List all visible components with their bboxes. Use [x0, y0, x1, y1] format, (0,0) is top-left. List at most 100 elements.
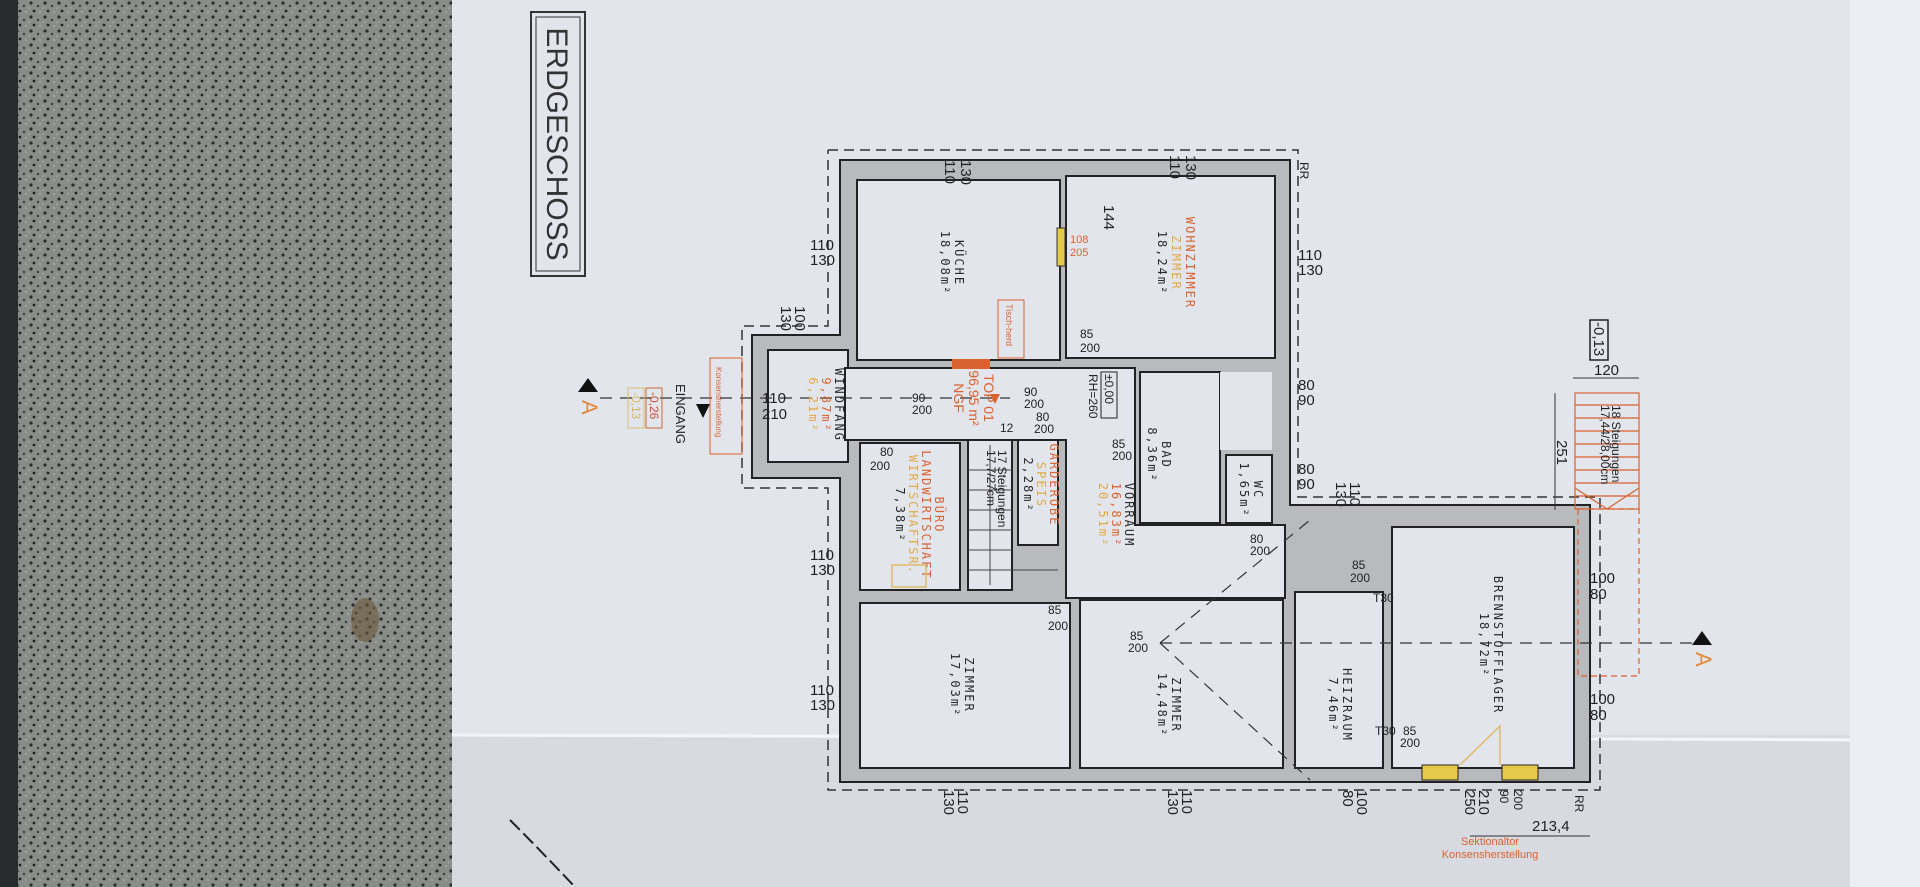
label-kueche: KÜCHE 18,08m² — [938, 231, 968, 296]
svg-text:200: 200 — [1048, 619, 1068, 633]
svg-text:130: 130 — [1182, 155, 1199, 180]
level-box-2 — [627, 387, 645, 429]
svg-text:110: 110 — [1298, 247, 1322, 264]
garage-door-note: Konsensherstellung — [1442, 849, 1539, 861]
svg-text:A: A — [577, 400, 602, 415]
svg-text:90: 90 — [912, 391, 926, 405]
room-brennstofflager — [1391, 526, 1575, 769]
garage-door-label: Sektionaltor — [1461, 836, 1519, 848]
svg-text:RH=260: RH=260 — [1086, 374, 1100, 419]
stove — [997, 299, 1025, 359]
label-wc: WC 1,65m² — [1237, 462, 1265, 517]
svg-text:130: 130 — [777, 306, 794, 331]
garage-door-left — [1421, 764, 1459, 781]
svg-text:110: 110 — [810, 547, 834, 564]
svg-text:BÜRO: BÜRO — [932, 497, 948, 534]
svg-text:WIRTSCHAFTSR.: WIRTSCHAFTSR. — [906, 455, 920, 575]
svg-text:T30: T30 — [1373, 591, 1394, 605]
plan-title: ERDGESCHOSS — [540, 27, 573, 260]
svg-text:100: 100 — [791, 306, 808, 331]
svg-text:90: 90 — [1298, 476, 1315, 493]
svg-text:ZIMMER: ZIMMER — [1169, 677, 1183, 732]
svg-text:BRENNSTOFFLAGER: BRENNSTOFFLAGER — [1491, 576, 1505, 714]
svg-text:6,21m²: 6,21m² — [806, 377, 820, 432]
svg-text:±0,00: ±0,00 — [1102, 374, 1116, 404]
svg-text:130: 130 — [957, 160, 974, 185]
svg-text:110: 110 — [810, 682, 834, 699]
diagonal-dashed-2 — [1159, 642, 1311, 781]
svg-text:85: 85 — [1130, 629, 1144, 643]
paper-edge-right — [1850, 0, 1920, 887]
room-bad-right — [1220, 372, 1272, 450]
exterior-stair — [1574, 392, 1640, 677]
svg-text:17 Steigungen: 17 Steigungen — [995, 450, 1009, 527]
svg-text:90: 90 — [1298, 392, 1315, 409]
svg-text:130: 130 — [1164, 790, 1181, 815]
entrance-note: Konsensherstellung — [714, 367, 723, 437]
rr-label-top: RR — [1297, 162, 1311, 180]
svg-text:A: A — [1691, 652, 1716, 667]
svg-text:85: 85 — [1048, 603, 1062, 617]
svg-text:200: 200 — [1511, 790, 1525, 810]
entrance-arrow-icon — [696, 404, 710, 418]
svg-text:VORRAUM: VORRAUM — [1122, 483, 1136, 548]
svg-text:200: 200 — [1350, 571, 1370, 585]
svg-text:108: 108 — [1070, 234, 1088, 246]
label-garderobe: GARDEROBE SPEIS 2,28m² — [1021, 443, 1061, 526]
svg-text:200: 200 — [1400, 736, 1420, 750]
svg-text:7,46m²: 7,46m² — [1326, 677, 1340, 732]
room-garderobe — [1017, 439, 1059, 546]
svg-text:18,24m²: 18,24m² — [1155, 231, 1169, 296]
entrance-label: EINGANG — [673, 384, 688, 444]
svg-text:90: 90 — [1024, 385, 1038, 399]
room-wohnzimmer — [1065, 175, 1276, 359]
room-buero — [859, 442, 961, 591]
svg-text:200: 200 — [1024, 397, 1044, 411]
svg-text:17,44/28,00cm: 17,44/28,00cm — [1598, 405, 1612, 484]
svg-text:110: 110 — [762, 390, 786, 407]
svg-text:85: 85 — [1080, 327, 1094, 341]
svg-text:-0,13: -0,13 — [1590, 322, 1607, 356]
svg-text:KÜCHE: KÜCHE — [952, 240, 968, 286]
level-marker: ±0,00 RH=260 — [1086, 371, 1118, 419]
label-buero: BÜRO LANDWIRTSCHAFT WIRTSCHAFTSR. 7,38m² — [893, 450, 948, 579]
svg-text:200: 200 — [1034, 422, 1054, 436]
garage-door-right — [1501, 764, 1539, 781]
svg-text:14,48m²: 14,48m² — [1155, 673, 1169, 738]
room-bad — [1139, 371, 1221, 524]
svg-text:8,36m²: 8,36m² — [1145, 427, 1159, 482]
svg-text:250: 250 — [1461, 790, 1478, 815]
svg-text:80: 80 — [1298, 377, 1315, 394]
svg-text:200: 200 — [912, 403, 932, 417]
svg-text:ZIMMER: ZIMMER — [962, 657, 976, 712]
level-box-1 — [645, 387, 663, 429]
room-wc — [1225, 454, 1273, 524]
diagonal-dashed — [1159, 519, 1311, 644]
svg-text:210: 210 — [762, 406, 787, 423]
svg-text:80: 80 — [1339, 790, 1356, 807]
label-zimmer-1: ZIMMER 17,03m² — [948, 653, 976, 718]
room-vorraum — [844, 367, 1286, 599]
svg-text:130: 130 — [940, 790, 957, 815]
interior-stair-treads — [968, 445, 1058, 585]
label-wohnzimmer: WOHNZIMMER ZIMMER 18,24m² — [1155, 217, 1197, 309]
svg-text:1,65m²: 1,65m² — [1237, 462, 1251, 517]
label-windfang: WINDFANG 9,87m² 6,21m² — [806, 368, 846, 442]
svg-text:ZIMMER: ZIMMER — [1169, 235, 1183, 290]
svg-text:TOP 01: TOP 01 — [981, 374, 997, 422]
svg-text:16,83m²: 16,83m² — [1109, 483, 1123, 548]
label-brennstofflager: BRENNSTOFFLAGER 18,72m² — [1477, 576, 1505, 714]
stain — [351, 598, 379, 642]
svg-text:85: 85 — [1403, 724, 1417, 738]
svg-text:100: 100 — [1353, 790, 1370, 815]
desk-marker — [891, 564, 927, 588]
svg-text:110: 110 — [810, 237, 834, 254]
stove-label: Tisch-herd — [1004, 304, 1014, 346]
svg-text:80: 80 — [1590, 707, 1607, 724]
ext-level-box: -0,13 — [1589, 319, 1609, 361]
svg-text:80: 80 — [1036, 410, 1050, 424]
section-marker-right: A — [1691, 631, 1716, 667]
